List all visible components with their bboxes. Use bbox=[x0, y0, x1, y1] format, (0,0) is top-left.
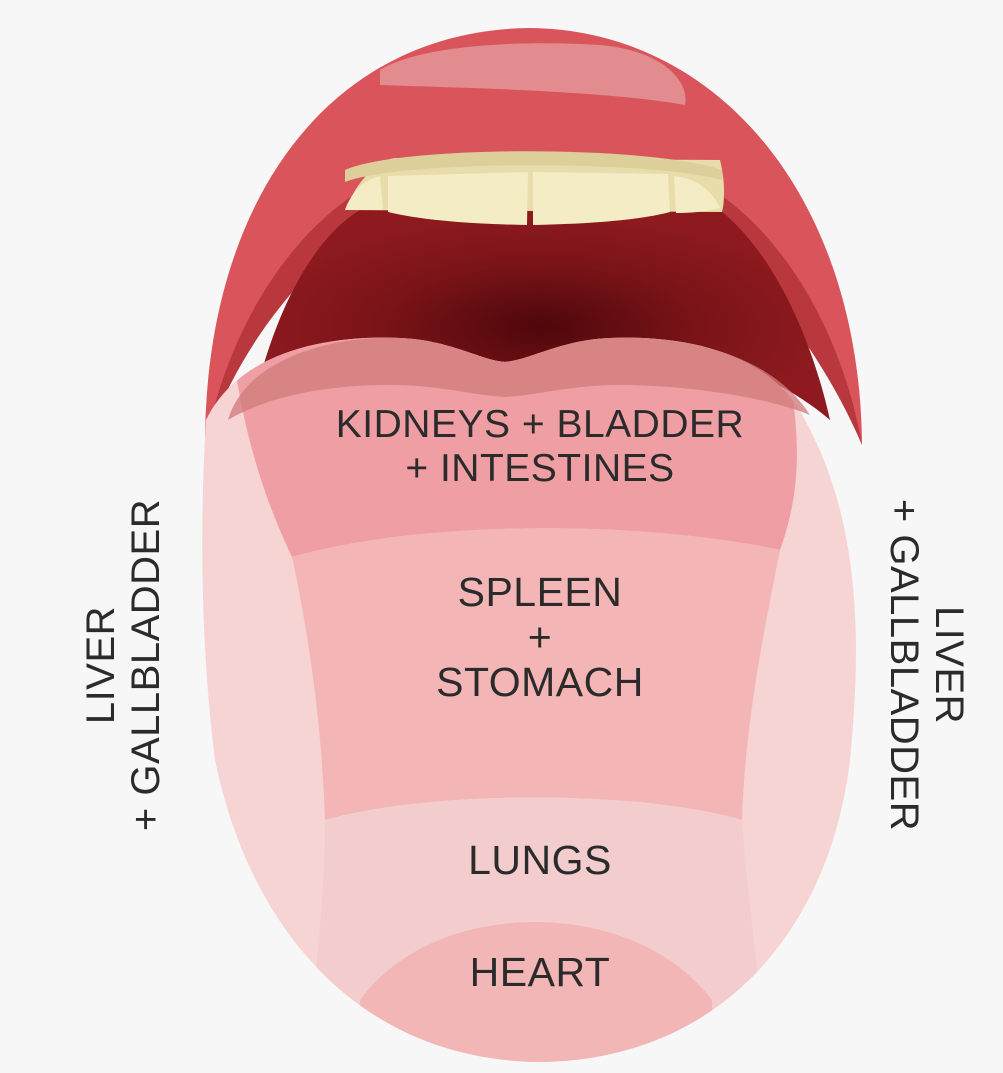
spleen-stomach-label: SPLEEN + STOMACH bbox=[380, 570, 700, 705]
kidneys-bladder-intestines-label: KIDNEYS + BLADDER + INTESTINES bbox=[300, 403, 780, 490]
spleen-label-line2: + bbox=[380, 615, 700, 660]
kidneys-label-line2: + INTESTINES bbox=[300, 447, 780, 491]
liver-right-line1: LIVER bbox=[926, 465, 971, 865]
liver-left-line2: + GALLBLADDER bbox=[124, 465, 169, 865]
liver-gallbladder-right-label: LIVER + GALLBLADDER bbox=[881, 465, 971, 865]
liver-right-line2: + GALLBLADDER bbox=[881, 465, 926, 865]
liver-gallbladder-left-label: LIVER + GALLBLADDER bbox=[79, 465, 169, 865]
lungs-label: LUNGS bbox=[420, 838, 660, 884]
heart-label: HEART bbox=[420, 950, 660, 996]
liver-left-line1: LIVER bbox=[79, 465, 124, 865]
kidneys-label-line1: KIDNEYS + BLADDER bbox=[300, 403, 780, 447]
spleen-label-line1: SPLEEN bbox=[380, 570, 700, 615]
spleen-label-line3: STOMACH bbox=[380, 660, 700, 705]
